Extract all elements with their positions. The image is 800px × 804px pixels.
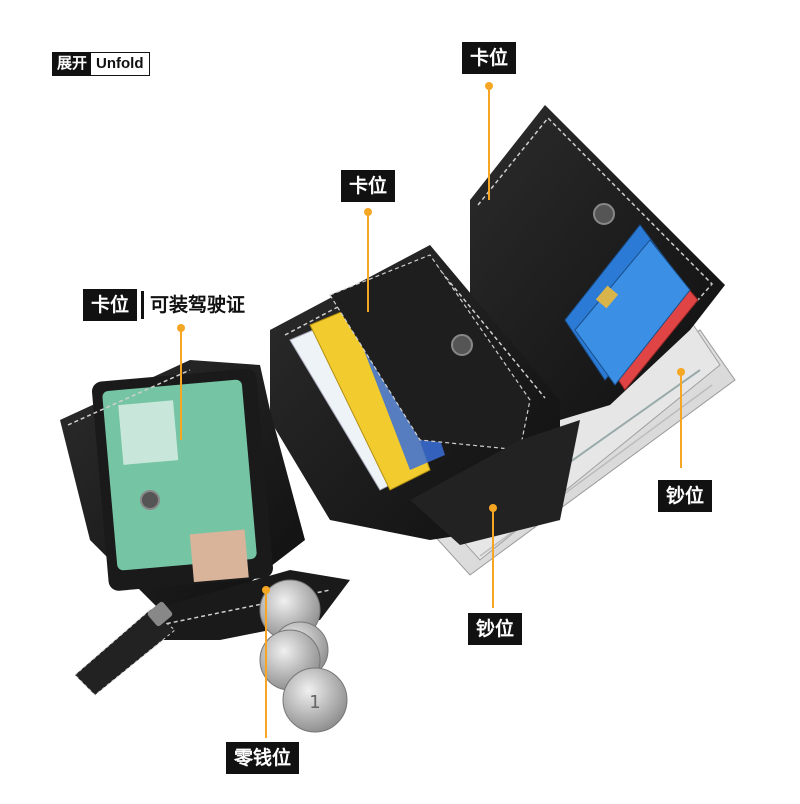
label-separator: [141, 291, 144, 319]
unfold-tag: 展开 Unfold: [52, 52, 150, 76]
cash-slot-right-label: 钞位: [658, 480, 713, 512]
card-slot-left-label: 卡位: [83, 289, 138, 321]
wallet-back-panel: [470, 105, 725, 420]
unfold-tag-en: Unfold: [91, 53, 149, 75]
cash-slot-right-leader: [680, 372, 682, 468]
cash-slot-bottom-leader: [492, 508, 494, 608]
card-slot-top-leader: [488, 86, 490, 200]
wallet-id-panel: [60, 360, 305, 610]
card-slot-middle-label: 卡位: [341, 170, 396, 202]
svg-text:1: 1: [309, 692, 320, 713]
id-card-note: 可装驾驶证: [150, 294, 246, 316]
unfold-tag-cn: 展开: [53, 53, 92, 75]
card-slot-top-label: 卡位: [462, 42, 517, 74]
wallet-middle-panel: [270, 245, 580, 545]
coin-pocket-leader: [265, 590, 267, 738]
card-slot-middle-leader: [367, 212, 369, 312]
cash-slot-bottom-label: 钞位: [468, 613, 523, 645]
coin-pocket-label: 零钱位: [226, 742, 300, 774]
card-slot-left-leader: [180, 328, 182, 440]
coin-pocket: 1: [74, 570, 350, 733]
